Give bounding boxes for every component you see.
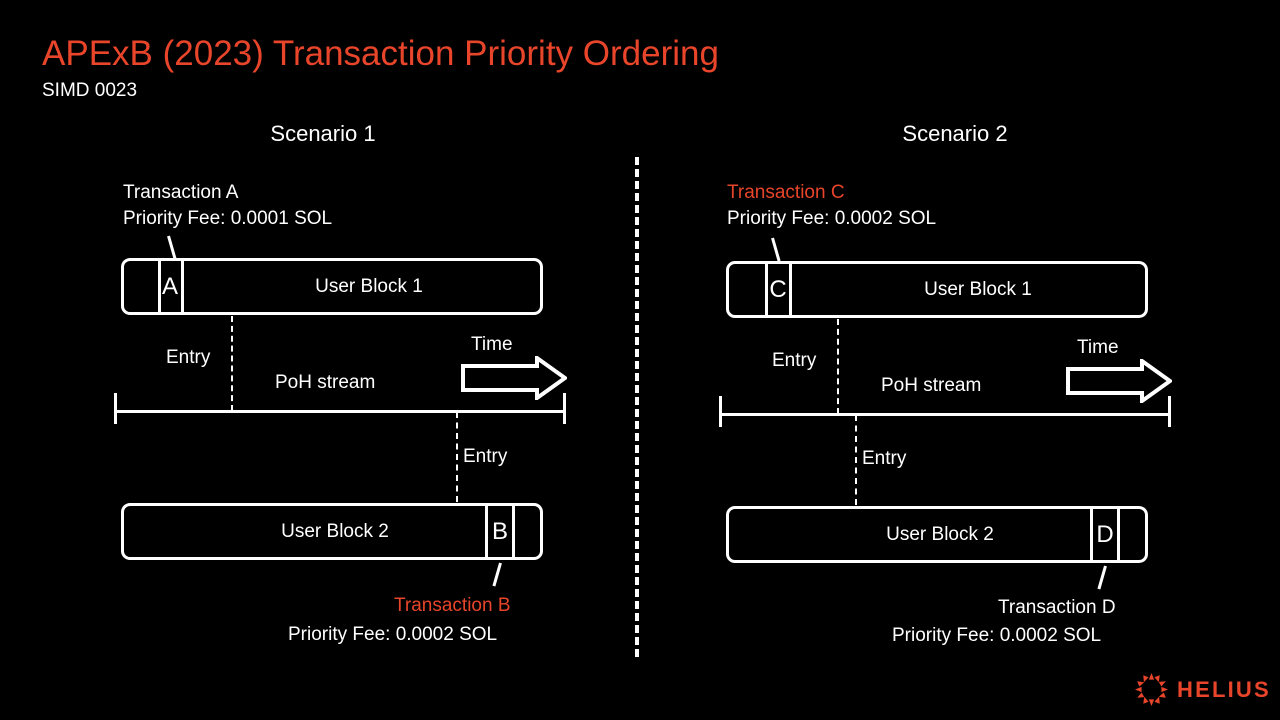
scenario-1-timeline-tick-end xyxy=(563,393,566,424)
scenario-2-timeline-tick-end xyxy=(1168,396,1171,427)
scenario-2-timeline-tick-start xyxy=(719,396,722,427)
scenario-2-transaction-c-fee: Priority Fee: 0.0002 SOL xyxy=(727,208,937,229)
scenario-1-timeline-tick-start xyxy=(114,393,117,424)
scenario-1-entry-dash-top xyxy=(231,316,233,411)
block-cell-divider xyxy=(181,261,184,312)
scenario-2-block-1-label: User Block 1 xyxy=(924,278,1032,300)
scenario-1-title: Scenario 1 xyxy=(270,121,376,146)
block-cell-divider xyxy=(512,506,515,557)
scenario-1-block-2-label: User Block 2 xyxy=(281,520,389,542)
scenario-1-time-arrow-icon xyxy=(461,356,567,400)
block-cell-divider xyxy=(765,264,768,315)
scenario-1-transaction-b-label: Transaction B xyxy=(394,595,511,616)
scenario-2-leader-c xyxy=(771,237,781,262)
helius-logo: HELIUS xyxy=(1135,673,1271,706)
page-subtitle: SIMD 0023 xyxy=(42,80,138,101)
block-cell-divider xyxy=(485,506,488,557)
scenario-1-block-1-label: User Block 1 xyxy=(315,275,423,297)
scenario-2-transaction-c-label: Transaction C xyxy=(727,182,845,203)
scenario-1-tx-cell-a: A xyxy=(161,272,179,300)
scenario-1-user-block-2: B User Block 2 xyxy=(121,503,543,560)
scenario-2-transaction-d-label: Transaction D xyxy=(998,597,1116,618)
block-cell-divider xyxy=(1090,509,1093,560)
scenario-2-time-label: Time xyxy=(1077,337,1119,358)
helius-sunburst-icon xyxy=(1135,673,1168,706)
scenario-1-entry-dash-bottom xyxy=(456,412,458,502)
block-cell-divider xyxy=(789,264,792,315)
scenario-2-tx-cell-d: D xyxy=(1096,520,1114,548)
scenario-2-user-block-1: C User Block 1 xyxy=(726,261,1148,318)
scenario-2-block-2-label: User Block 2 xyxy=(886,523,994,545)
scenario-1-leader-b xyxy=(492,562,502,587)
scenario-1-timeline-axis xyxy=(114,410,566,413)
block-cell-divider xyxy=(1117,509,1120,560)
scenario-2-entry-dash-top xyxy=(837,319,839,414)
scenario-1-user-block-1: A User Block 1 xyxy=(121,258,543,315)
scenario-1-poh-stream-label: PoH stream xyxy=(275,372,376,393)
scenario-1-transaction-b-fee: Priority Fee: 0.0002 SOL xyxy=(288,624,498,645)
scenario-1-entry-label-top: Entry xyxy=(166,347,211,368)
scenario-2-entry-label-bottom: Entry xyxy=(862,448,907,469)
scenario-2-timeline-axis xyxy=(719,413,1171,416)
scenario-1-leader-a xyxy=(167,235,177,260)
scenario-2-transaction-d-fee: Priority Fee: 0.0002 SOL xyxy=(892,625,1102,646)
scenario-2-poh-stream-label: PoH stream xyxy=(881,375,982,396)
scenario-2-leader-d xyxy=(1097,565,1107,590)
scenario-2-user-block-2: D User Block 2 xyxy=(726,506,1148,563)
scenario-1-transaction-a-label: Transaction A xyxy=(123,182,239,203)
scenario-2-tx-cell-c: C xyxy=(769,275,787,303)
scenario-2-time-arrow-icon xyxy=(1066,359,1172,403)
helius-wordmark: HELIUS xyxy=(1177,676,1271,702)
scenario-divider xyxy=(635,157,639,657)
scenario-1-transaction-a-fee: Priority Fee: 0.0001 SOL xyxy=(123,208,333,229)
scenario-1-time-label: Time xyxy=(471,334,513,355)
scenario-2-title: Scenario 2 xyxy=(902,121,1008,146)
block-cell-divider xyxy=(158,261,161,312)
scenario-1-tx-cell-b: B xyxy=(491,517,509,545)
scenario-2-entry-label-top: Entry xyxy=(772,350,817,371)
scenario-1-entry-label-bottom: Entry xyxy=(463,446,508,467)
page-title: APExB (2023) Transaction Priority Orderi… xyxy=(42,34,719,73)
scenario-2-entry-dash-bottom xyxy=(855,415,857,505)
